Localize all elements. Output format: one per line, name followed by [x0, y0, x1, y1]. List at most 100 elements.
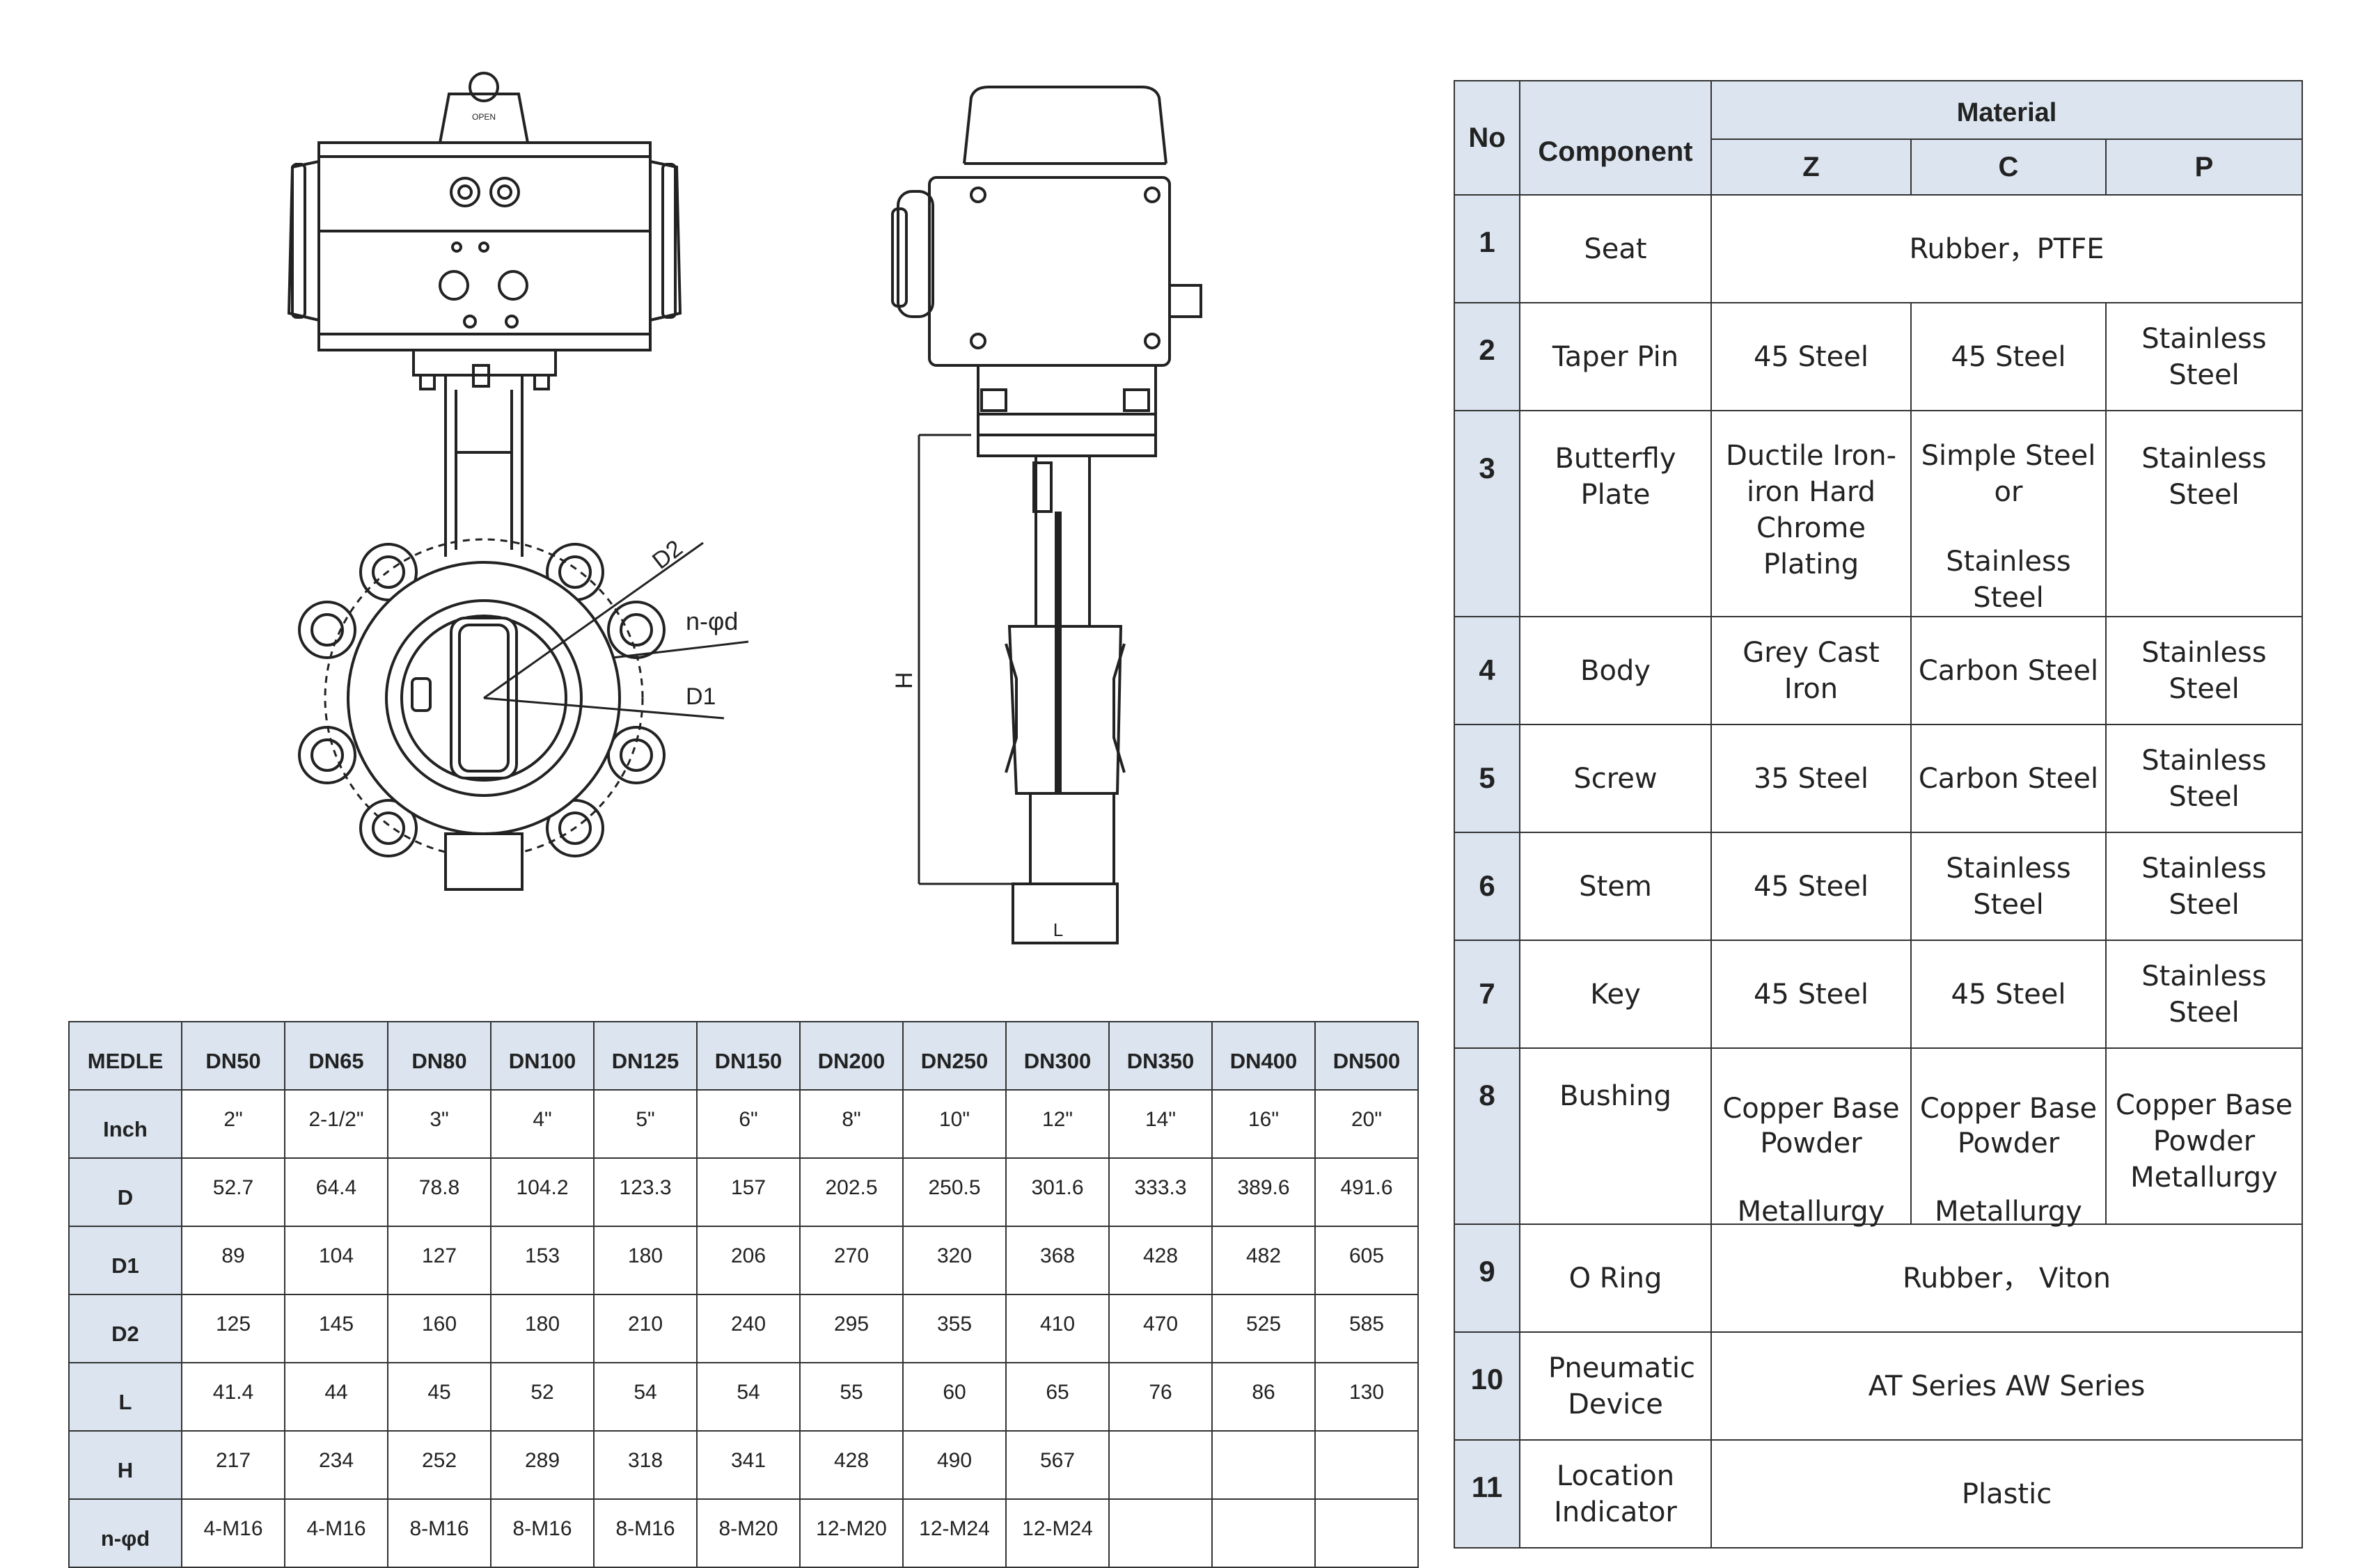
dimension-cell: 355: [902, 1294, 1007, 1363]
dimension-row-label: D1: [68, 1226, 182, 1295]
dimension-cell: 206: [696, 1226, 801, 1295]
dimension-cell: 8-M16: [490, 1498, 595, 1568]
col-header: DN80: [387, 1021, 491, 1091]
material-c: Copper Base Powder Metallurgy: [1910, 1047, 2107, 1228]
material-row: 2 Taper Pin 45 Steel 45 Steel Stainless …: [1454, 302, 2304, 411]
d1-label: D1: [686, 683, 716, 710]
col-header: DN125: [593, 1021, 698, 1091]
dimension-cell: 4": [490, 1089, 595, 1159]
col-header: DN300: [1005, 1021, 1110, 1091]
dimension-cell: 8-M16: [387, 1498, 491, 1568]
dimension-cell: 428: [1108, 1226, 1213, 1295]
material-z: Ductile Iron-iron Hard Chrome Plating: [1710, 410, 1912, 617]
col-header: DN65: [284, 1021, 388, 1091]
row-number: 1: [1454, 194, 1520, 303]
material-p: Stainless Steel: [2105, 302, 2304, 411]
col-header: DN500: [1314, 1021, 1419, 1091]
material-row: 3 Butterfly Plate Ductile Iron-iron Hard…: [1454, 410, 2304, 617]
dimension-cell: 389.6: [1211, 1157, 1316, 1227]
dimension-cell: 64.4: [284, 1157, 388, 1227]
material-row: 11 Location Indicator Plastic: [1454, 1439, 2304, 1549]
side-view: H L: [891, 86, 1202, 944]
open-label: OPEN: [472, 112, 496, 122]
dimension-cell: 250.5: [902, 1157, 1007, 1227]
d2-label: D2: [647, 535, 688, 575]
col-header: DN50: [181, 1021, 285, 1091]
component-name: Stem: [1519, 832, 1712, 941]
material-value: Rubber，PTFE: [1710, 194, 2304, 303]
row-number: 2: [1454, 302, 1520, 411]
component-name: Bushing: [1519, 1047, 1712, 1225]
dimension-header-row: MEDLE DN50 DN65 DN80 DN100 DN125 DN150 D…: [68, 1021, 1419, 1091]
dimension-cell: 130: [1314, 1362, 1419, 1432]
dimension-cell: 295: [799, 1294, 904, 1363]
component-name: Location Indicator: [1519, 1439, 1712, 1549]
dimension-cell: 52.7: [181, 1157, 285, 1227]
dimension-table: MEDLE DN50 DN65 DN80 DN100 DN125 DN150 D…: [68, 1021, 1419, 1568]
material-value: Rubber， Viton: [1710, 1223, 2304, 1333]
dimension-cell: 104.2: [490, 1157, 595, 1227]
material-z: 35 Steel: [1710, 724, 1912, 833]
dimension-cell: 491.6: [1314, 1157, 1419, 1227]
dimension-cell: 240: [696, 1294, 801, 1363]
col-header: DN350: [1108, 1021, 1213, 1091]
z-header: Z: [1710, 138, 1912, 196]
material-c-line: Metallurgy: [1935, 1196, 2082, 1228]
material-z-line: Powder: [1760, 1127, 1862, 1159]
dimension-cell: 289: [490, 1430, 595, 1500]
valve-drawing: OPEN: [0, 0, 1392, 1002]
dimension-cell: 65: [1005, 1362, 1110, 1432]
dimension-cell: 490: [902, 1430, 1007, 1500]
dimension-cell: 78.8: [387, 1157, 491, 1227]
row-number: 5: [1454, 724, 1520, 833]
dimension-cell: 54: [696, 1362, 801, 1432]
dimension-cell: [1108, 1430, 1213, 1500]
dimension-cell: 585: [1314, 1294, 1419, 1363]
dimension-cell: 12-M24: [1005, 1498, 1110, 1568]
material-c-line: Powder: [1957, 1127, 2060, 1159]
dimension-row-label: D: [68, 1157, 182, 1227]
dimension-cell: 14": [1108, 1089, 1213, 1159]
material-row: 10 Pneumatic Device AT Series AW Series: [1454, 1331, 2304, 1441]
dimension-cell: 60: [902, 1362, 1007, 1432]
dimension-cell: 16": [1211, 1089, 1316, 1159]
material-c: Stainless Steel: [1910, 832, 2107, 941]
dimension-cell: 270: [799, 1226, 904, 1295]
material-row: 7 Key 45 Steel 45 Steel Stainless Steel: [1454, 940, 2304, 1049]
material-z: 45 Steel: [1710, 302, 1912, 411]
dimension-cell: 123.3: [593, 1157, 698, 1227]
row-number: 7: [1454, 940, 1520, 1049]
material-row: 8 Bushing Copper Base Powder Metallurgy …: [1454, 1047, 2304, 1228]
dimension-row-label: L: [68, 1362, 182, 1432]
material-z-line: Metallurgy: [1737, 1196, 1885, 1228]
dimension-cell: 8-M16: [593, 1498, 698, 1568]
dimension-cell: 428: [799, 1430, 904, 1500]
dimension-row-label: Inch: [68, 1089, 182, 1159]
component-name: Screw: [1519, 724, 1712, 833]
dimension-cell: 4-M16: [181, 1498, 285, 1568]
dimension-cell: 470: [1108, 1294, 1213, 1363]
n-phi-d-label: n-φd: [686, 607, 738, 635]
dimension-cell: 125: [181, 1294, 285, 1363]
dimension-cell: 55: [799, 1362, 904, 1432]
material-z-line: Copper Base: [1722, 1093, 1900, 1125]
material-row: 4 Body Grey Cast Iron Carbon Steel Stain…: [1454, 616, 2304, 725]
col-header: DN150: [696, 1021, 801, 1091]
h-label: H: [891, 672, 918, 689]
dimension-cell: 217: [181, 1430, 285, 1500]
dimension-cell: 482: [1211, 1226, 1316, 1295]
material-p: Copper Base Powder Metallurgy: [2105, 1047, 2304, 1225]
row-number: 10: [1454, 1331, 1520, 1441]
component-name: O Ring: [1519, 1223, 1712, 1333]
material-row: 5 Screw 35 Steel Carbon Steel Stainless …: [1454, 724, 2304, 833]
p-header: P: [2105, 138, 2304, 196]
front-view: OPEN: [287, 72, 749, 891]
material-z: Copper Base Powder Metallurgy: [1710, 1047, 1912, 1228]
dimension-cell: 567: [1005, 1430, 1110, 1500]
material-c: Carbon Steel: [1910, 724, 2107, 833]
